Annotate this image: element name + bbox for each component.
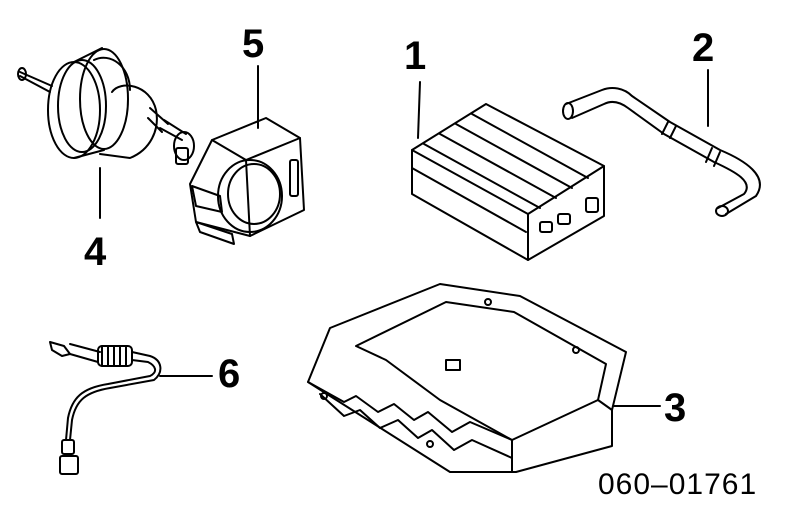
diagram-reference-number: 060–01761: [598, 468, 758, 501]
part-2-hose: [563, 70, 760, 216]
part-5-bracket: [190, 66, 304, 244]
part-4-pump: [18, 48, 194, 218]
part-1-canister: [412, 82, 604, 260]
part-3-tray: [308, 284, 660, 472]
callout-2: 2: [692, 26, 715, 70]
callout-4: 4: [84, 230, 107, 274]
callout-6: 6: [218, 352, 241, 396]
part-6-sensor: [50, 342, 212, 474]
callout-5: 5: [242, 22, 265, 66]
callout-3: 3: [664, 386, 687, 430]
callout-1: 1: [404, 34, 427, 78]
